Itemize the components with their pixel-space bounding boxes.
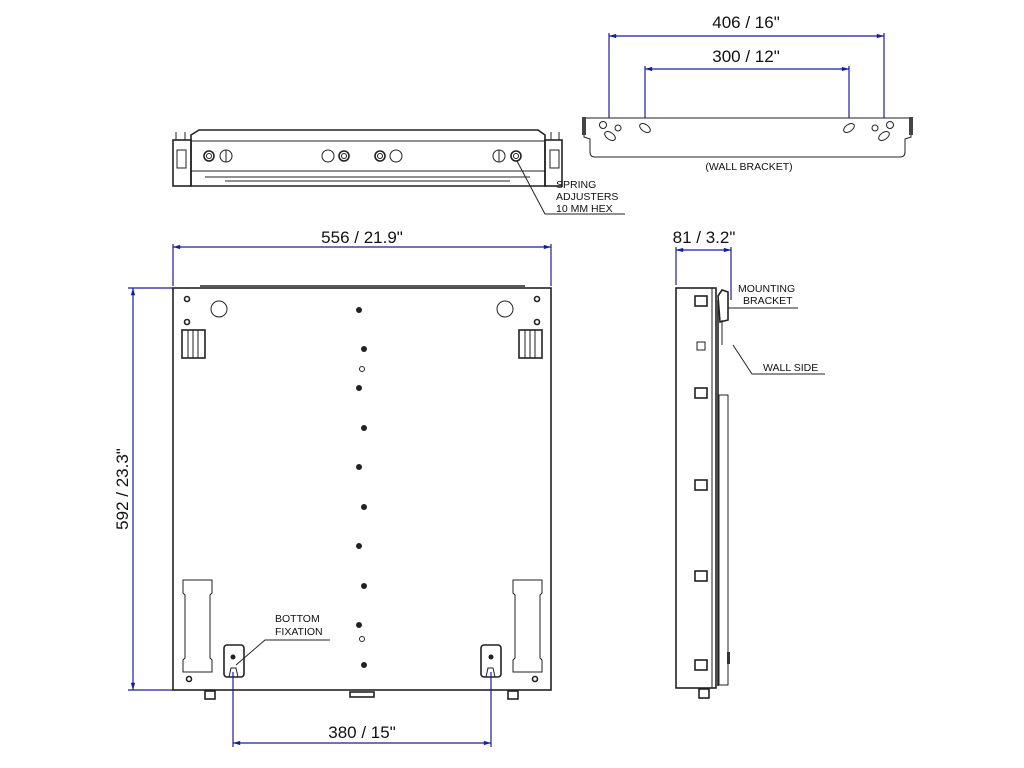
spring-adjusters-label-1: SPRING [556,179,596,191]
wall-bracket-view: 406 / 16" 300 / 12" (WALL BRACKET) [582,13,913,173]
spring-adjusters-label-3: 10 MM HEX [556,203,613,215]
top-view: SPRING ADJUSTERS 10 MM HEX [172,129,625,215]
wall-side-label: WALL SIDE [763,362,818,374]
dimension-592-label: 592 / 23.3" [113,448,132,530]
wall-bracket-label: (WALL BRACKET) [705,161,792,173]
dimension-380-label: 380 / 15" [328,723,395,742]
front-view: 556 / 21.9" 592 / 23.3" [113,228,552,747]
bottom-fixation-label-1: BOTTOM [275,613,320,625]
bottom-fixation-label-2: FIXATION [275,626,323,638]
dimension-300-label: 300 / 12" [712,47,779,66]
spring-adjusters-label-2: ADJUSTERS [556,191,618,203]
side-bolts [694,295,710,699]
dimension-556-label: 556 / 21.9" [321,228,403,247]
side-view: 81 / 3.2" MOUNTING BRACKET WALL SIDE [673,228,825,699]
spring-adjuster-knob [203,149,522,163]
center-mounting-holes [356,307,367,668]
mounting-bracket-label-1: MOUNTING [738,283,795,295]
mounting-bracket-label-2: BRACKET [743,295,793,307]
dimension-81-label: 81 / 3.2" [673,228,736,247]
dimension-406-label: 406 / 16" [712,13,779,32]
